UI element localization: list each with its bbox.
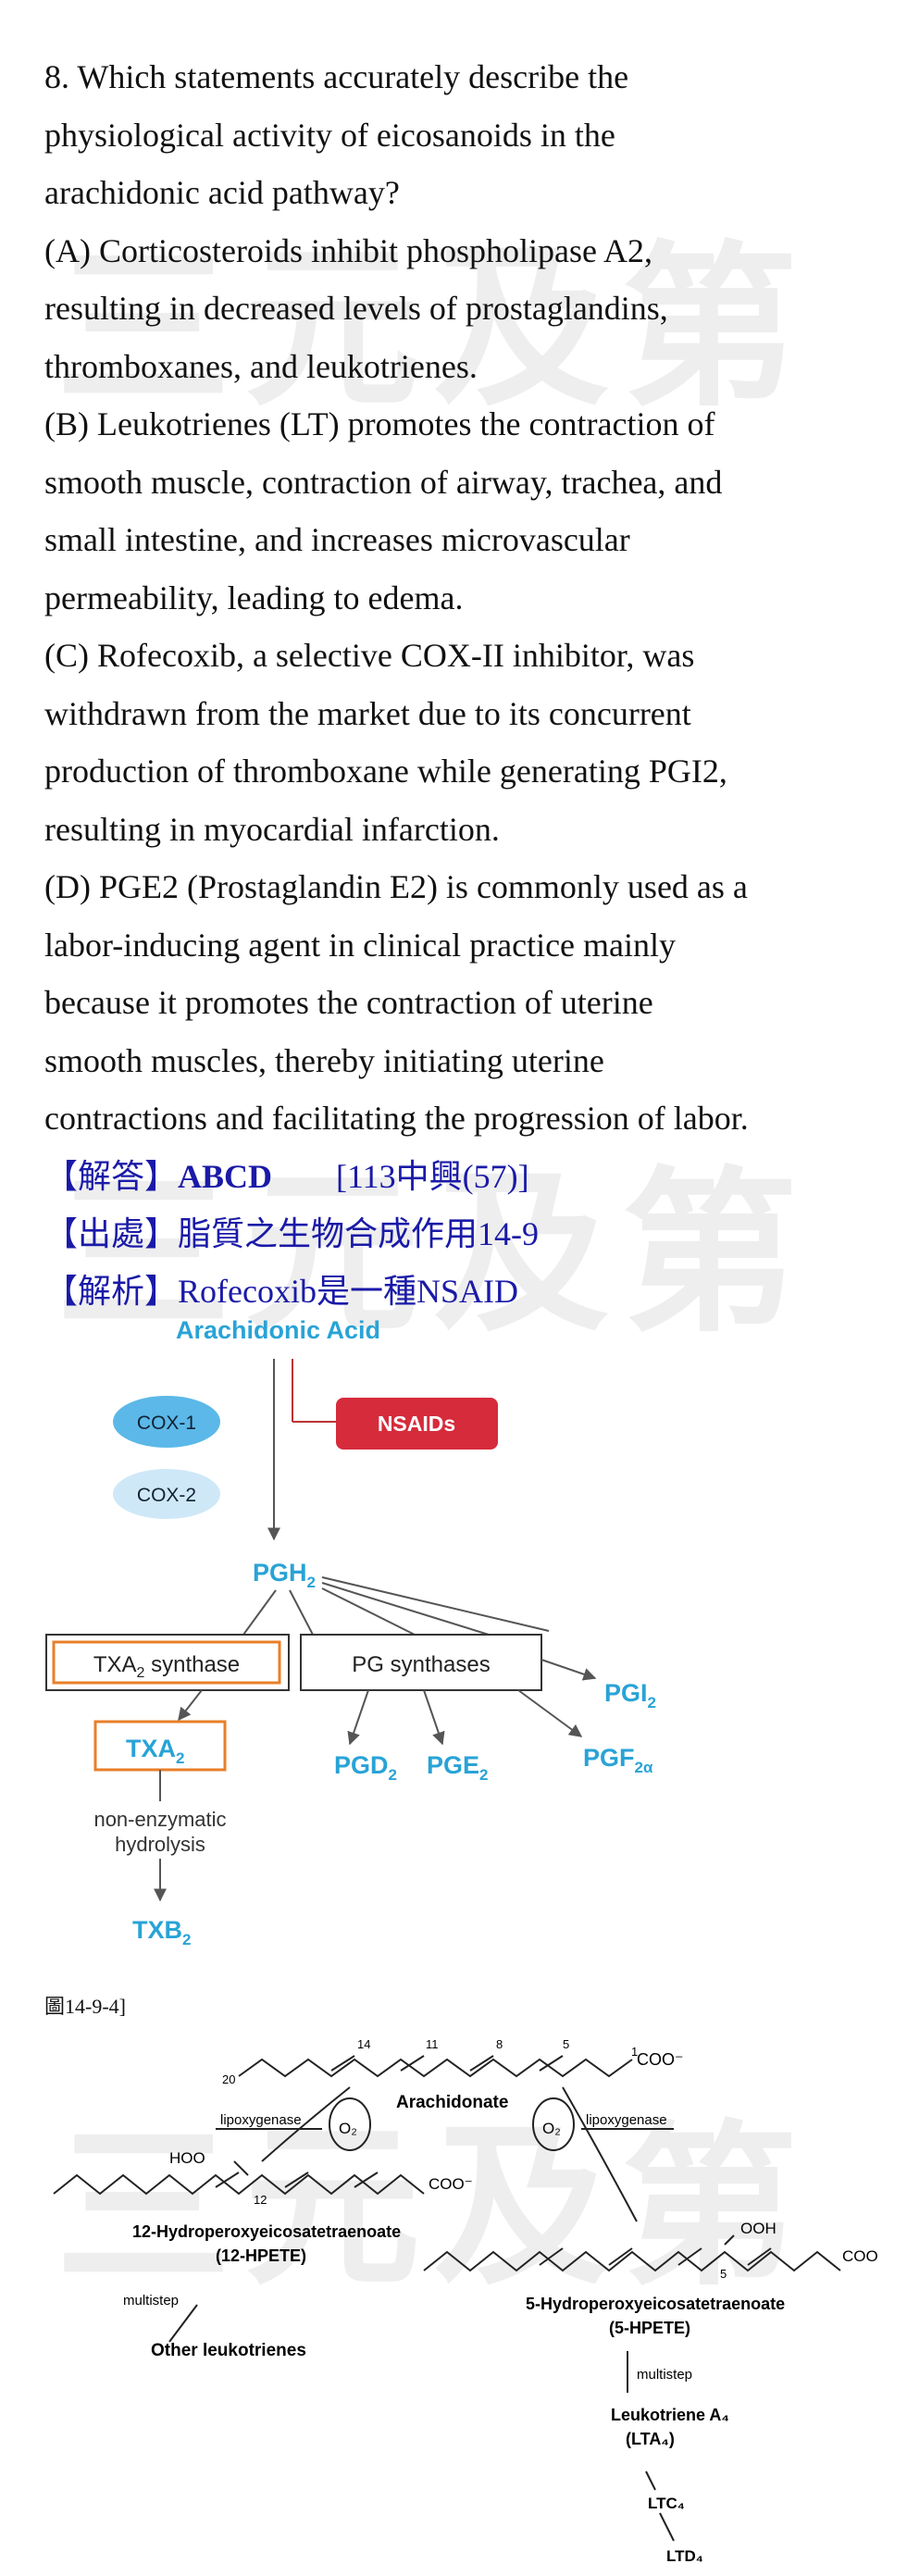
o2-left-label: O₂	[339, 2120, 357, 2137]
txa2-synthase-label: TXA2 synthase	[93, 1652, 240, 1681]
question-line: (C) Rofecoxib, a selective COX-II inhibi…	[44, 637, 695, 674]
cox2-label: COX-2	[137, 1485, 196, 1506]
question-line: smooth muscle, contraction of airway, tr…	[44, 463, 723, 501]
hydrolysis-line1: non-enzymatic	[93, 1808, 226, 1831]
hoo-label: HOO	[169, 2149, 205, 2167]
arachidonic-acid-label: Arachidonic Acid	[176, 1316, 380, 1344]
eicosanoid-pathway-diagram: Arachidonic Acid NSAIDs COX-1 COX-2 PGH2…	[45, 1316, 656, 1948]
txa2-label: TXA2	[126, 1735, 184, 1767]
lipoxygenase-right-label: lipoxygenase	[586, 2112, 667, 2128]
question-line: physiological activity of eicosanoids in…	[44, 116, 615, 154]
carbon-11-label: 11	[426, 2037, 439, 2051]
pg-synthases-box	[300, 1634, 542, 1691]
question-line: (A) Corticosteroids inhibit phospholipas…	[44, 231, 652, 269]
ltd4-label: LTD₄	[666, 2547, 703, 2565]
cox1-ellipse	[113, 1396, 220, 1448]
carbon-1-label: 1	[631, 2045, 638, 2059]
coo-label: COO⁻	[637, 2050, 684, 2069]
origin-value: 脂質之生物合成作用14-9	[178, 1214, 540, 1252]
hydrolysis-line2: hydrolysis	[115, 1833, 205, 1856]
pgh2-label: PGH2	[253, 1559, 316, 1591]
answer-value: ABCD	[178, 1157, 273, 1195]
nsaids-box	[336, 1398, 498, 1450]
cox1-label: COX-1	[137, 1412, 196, 1434]
question-line: resulting in decreased levels of prostag…	[44, 290, 668, 327]
carbon-8-label: 8	[496, 2037, 503, 2051]
carbon-5-right-label: 5	[720, 2267, 727, 2281]
multistep-left-label: multistep	[123, 2293, 179, 2308]
hpete5-name: 5-Hydroperoxyeicosatetraenoate	[526, 2295, 785, 2313]
txa2-synthase-box	[45, 1634, 290, 1691]
question-line: because it promotes the contraction of u…	[44, 984, 653, 1021]
question-block: 8. Which statements accurately describe …	[44, 48, 877, 1320]
analysis-tag: 【解析】	[44, 1272, 179, 1310]
carbon-20-label: 20	[222, 2072, 235, 2086]
question-line: smooth muscles, thereby initiating uteri…	[44, 1041, 604, 1079]
nsaids-label: NSAIDs	[378, 1412, 455, 1436]
question-text: 8. Which statements accurately describe …	[44, 48, 877, 1148]
arachidonate-label: Arachidonate	[396, 2093, 508, 2112]
question-line: thromboxanes, and leukotrienes.	[44, 347, 478, 385]
other-leukotrienes-label: Other leukotrienes	[151, 2341, 306, 2360]
pge2-label: PGE2	[427, 1751, 489, 1784]
lta4-label: Leukotriene A₄	[611, 2406, 729, 2424]
question-line: withdrawn from the market due to its con…	[44, 694, 691, 732]
lta4-abbr: (LTA₄)	[626, 2430, 675, 2448]
lipoxygenase-pathway-diagram: 20 14 11 8 5 1 COO⁻ Arachidonate lipoxyg…	[53, 2037, 877, 2565]
ooh-label: OOH	[740, 2220, 777, 2237]
source-reference: [113中興(57)]	[336, 1157, 529, 1195]
lipoxygenase-left-label: lipoxygenase	[220, 2112, 302, 2128]
question-line: contractions and facilitating the progre…	[44, 1100, 749, 1137]
txb2-label: TXB2	[132, 1916, 191, 1948]
question-line: resulting in myocardial infarction.	[44, 810, 500, 848]
coo-left-label: COO⁻	[429, 2175, 473, 2193]
analysis-value: Rofecoxib是一種NSAID	[178, 1272, 518, 1310]
answer-line: 【解答】ABCD [113中興(57)]	[44, 1148, 877, 1205]
question-line: (B) Leukotrienes (LT) promotes the contr…	[44, 405, 715, 442]
question-line: (D) PGE2 (Prostaglandin E2) is commonly …	[44, 868, 748, 905]
ltc4-label: LTC₄	[648, 2495, 685, 2512]
pg-synthases-label: PG synthases	[352, 1652, 490, 1677]
hpete12-name: 12-Hydroperoxyeicosatetraenoate	[132, 2222, 401, 2241]
question-line: labor-inducing agent in clinical practic…	[44, 926, 677, 964]
multistep-right-label: multistep	[637, 2367, 692, 2383]
carbon-12-label: 12	[254, 2193, 267, 2207]
carbon-5-label: 5	[563, 2037, 569, 2051]
analysis-line: 【解析】Rofecoxib是一種NSAID	[44, 1263, 877, 1320]
carbon-14-label: 14	[357, 2037, 370, 2051]
question-line: arachidonic acid pathway?	[44, 174, 400, 211]
question-line: small intestine, and increases microvasc…	[44, 521, 630, 558]
pgf2a-label: PGF2α	[583, 1744, 653, 1776]
hpete12-abbr: (12-HPETE)	[216, 2246, 306, 2265]
question-line: production of thromboxane while generati…	[44, 753, 727, 790]
pgd2-label: PGD2	[334, 1751, 397, 1784]
origin-line: 【出處】脂質之生物合成作用14-9	[44, 1205, 877, 1263]
figure-label: 圖14-9-4]	[44, 1995, 126, 2018]
hpete5-abbr: (5-HPETE)	[609, 2319, 690, 2337]
cox2-ellipse	[113, 1469, 220, 1519]
txa2-box	[93, 1720, 227, 1772]
o2-right-label: O₂	[542, 2120, 561, 2137]
question-line: permeability, leading to edema.	[44, 579, 464, 616]
question-line: 8. Which statements accurately describe …	[44, 58, 629, 95]
pgi2-label: PGI2	[604, 1679, 656, 1711]
origin-tag: 【出處】	[44, 1214, 179, 1252]
coo-right-label: COO⁻	[842, 2247, 877, 2265]
answer-tag: 【解答】	[44, 1157, 179, 1195]
